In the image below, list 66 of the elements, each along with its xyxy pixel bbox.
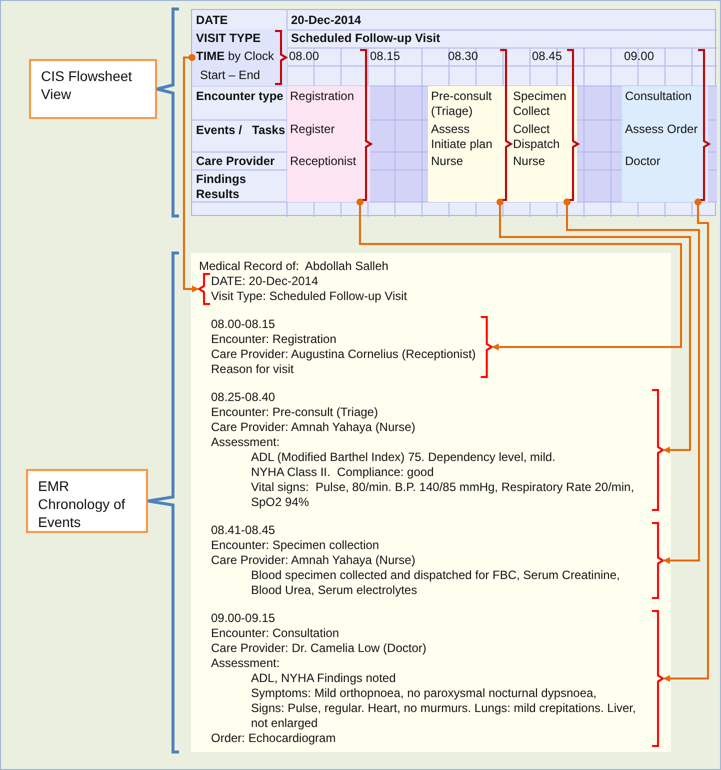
record-line: Care Provider: Augustina Cornelius (Receptionist) (211, 347, 476, 362)
connector-arrow (356, 198, 682, 350)
encounter-column (428, 86, 510, 202)
date-value: 20-Dec-2014 (291, 13, 362, 28)
record-line: Visit Type: Scheduled Follow-up Visit (211, 289, 408, 304)
record-line: Care Provider: Dr. Camelia Low (Doctor) (211, 641, 428, 656)
encounter-label: Consultation (625, 89, 693, 104)
provider-label: Receptionist (290, 154, 358, 169)
task-label: Collect Dispatch (513, 122, 561, 152)
time-range: 09.00-09.15 (211, 611, 276, 626)
connector-arrow (564, 198, 700, 564)
encounter-column (510, 86, 577, 202)
row-header: Findings Results (196, 172, 247, 202)
provider-label: Doctor (625, 154, 662, 169)
task-label: Register (290, 122, 336, 137)
record-line: Encounter: Pre-consult (Triage) (211, 405, 379, 420)
connector-arrow (183, 54, 199, 292)
record-line: Care Provider: Amnah Yahaya (Nurse) (211, 420, 416, 435)
record-line: ADL, NYHA Findings noted (250, 671, 397, 686)
row-header: Events / Tasks (196, 123, 286, 138)
record-line: Encounter: Consultation (211, 626, 340, 641)
connector-arrow (496, 198, 691, 454)
time-label: 08.30 (448, 49, 478, 64)
encounter-label: Pre-consult (Triage) (431, 89, 493, 119)
time-range: 08.25-08.40 (211, 390, 276, 405)
encounter-column (622, 86, 708, 202)
record-line: ADL (Modified Barthel Index) 75. Dependency level, mild. (250, 450, 556, 465)
visit-type-value: Scheduled Follow-up Visit (291, 31, 440, 46)
record-heading: Medical Record of: Abdollah Salleh (199, 259, 390, 274)
provider-label: Nurse (513, 154, 546, 169)
row-header: Care Provider (196, 154, 275, 169)
record-line: Reason for visit (211, 362, 295, 377)
view-label-box: EMR Chronology of Events (26, 469, 148, 533)
medical-record-panel (191, 253, 671, 752)
task-label: Assess Initiate plan (431, 122, 494, 152)
encounter-column (287, 86, 370, 202)
record-line: NYHA Class II. Compliance: good (250, 465, 435, 480)
row-header: TIME by Clock (196, 49, 274, 64)
encounter-label: Specimen Collect (513, 89, 568, 119)
record-line: Assessment: (211, 435, 281, 450)
time-label: 08.00 (289, 49, 320, 64)
record-line: Order: Echocardiogram (211, 731, 337, 746)
provider-label: Nurse (431, 154, 464, 169)
header-rows-block (192, 29, 287, 86)
row-header: Encounter type (196, 89, 284, 104)
record-line: Care Provider: Amnah Yahaya (Nurse) (211, 553, 416, 568)
view-label-box: CIS Flowsheet View (29, 59, 157, 119)
time-range: 08.41-08.45 (211, 523, 276, 538)
row-header: Start – End (200, 68, 260, 83)
record-line: Signs: Pulse, regular. Heart, no murmurs. Lungs: mild crepitations. Liver, not enlarged (250, 701, 637, 731)
time-label: 09.00 (624, 49, 654, 64)
record-line: Blood specimen collected and dispatched for FBC, Serum Creatinine, Blood Urea, Serum electrolytes (250, 568, 621, 598)
row-header: VISIT TYPE (196, 31, 261, 46)
time-range: 08.00-08.15 (211, 317, 276, 332)
encounter-label: Registration (290, 89, 356, 104)
record-line: Assessment: (211, 656, 281, 671)
record-line: Symptoms: Mild orthopnoea, no paroxysmal nocturnal dypsnoea, (250, 686, 598, 701)
record-line: Vital signs: Pulse, 80/min. B.P. 140/85 mmHg, Respiratory Rate 20/min, SpO2 94% (250, 480, 636, 510)
time-label: 08.15 (370, 49, 400, 64)
time-label: 08.45 (532, 49, 562, 64)
record-line: Encounter: Registration (211, 332, 338, 347)
connector-arrow (663, 198, 709, 682)
task-label: Assess Order (625, 122, 699, 137)
record-line: Encounter: Specimen collection (211, 538, 380, 553)
row-header: DATE (196, 13, 228, 28)
record-line: DATE: 20-Dec-2014 (211, 274, 320, 289)
